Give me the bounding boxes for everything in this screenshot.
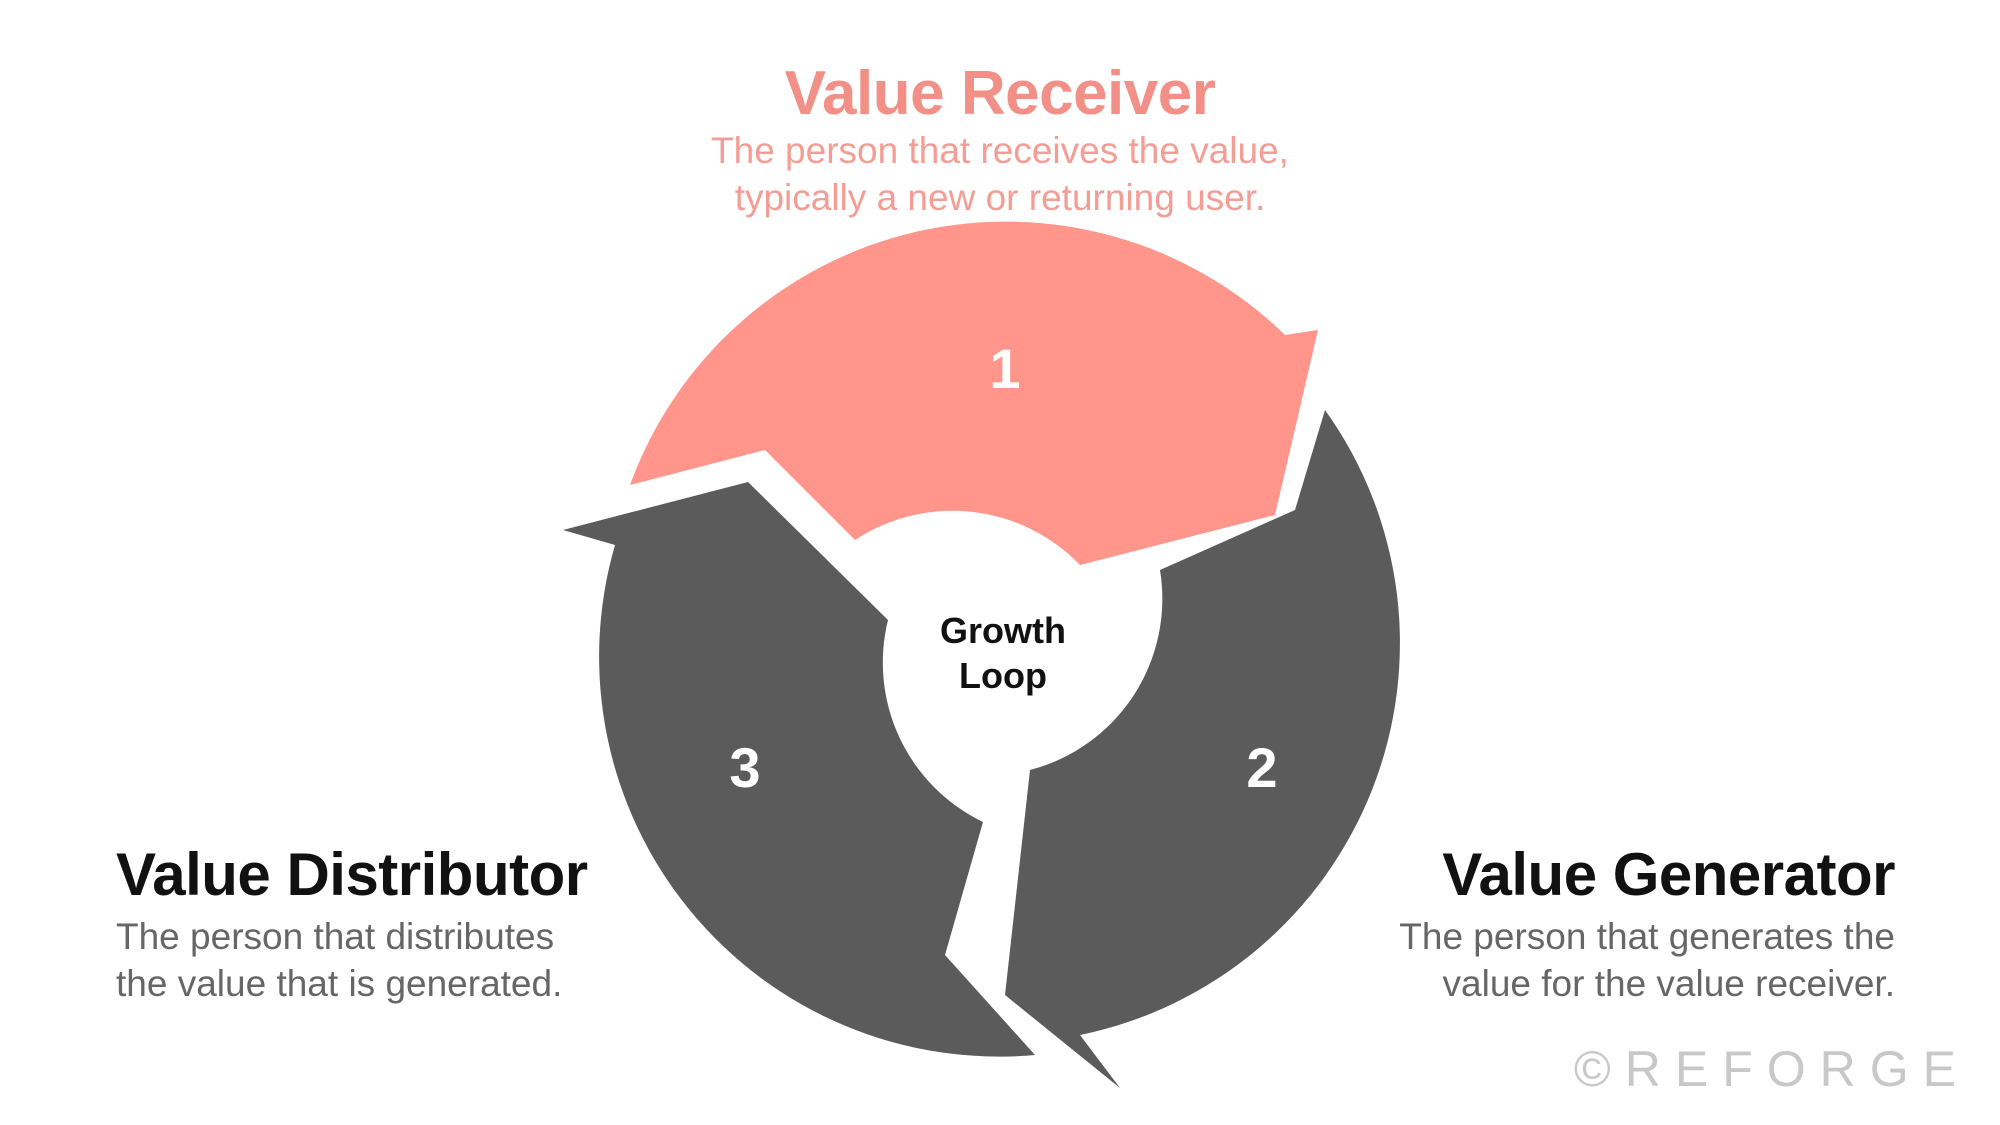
reforge-credit: ©REFORGE	[1573, 1041, 1970, 1097]
value-receiver-description: The person that receives the value, typi…	[711, 130, 1289, 218]
step-number-2: 2	[1246, 736, 1277, 799]
value-distributor-description: The person that distributes the value th…	[116, 916, 563, 1004]
segment-1-receiver-arrow	[630, 221, 1318, 566]
segment-2-generator-arrow	[1005, 410, 1400, 1088]
value-distributor-title: Value Distributor	[116, 841, 588, 908]
value-generator-title: Value Generator	[1442, 841, 1895, 908]
center-label-line-1: Growth	[940, 610, 1066, 651]
segment-3-distributor-arrow	[563, 482, 1035, 1057]
center-label-line-2: Loop	[959, 655, 1047, 696]
step-number-1: 1	[989, 337, 1020, 400]
value-receiver-title: Value Receiver	[784, 59, 1216, 128]
step-number-3: 3	[729, 736, 760, 799]
value-generator-description: The person that generates the value for …	[1399, 916, 1895, 1004]
